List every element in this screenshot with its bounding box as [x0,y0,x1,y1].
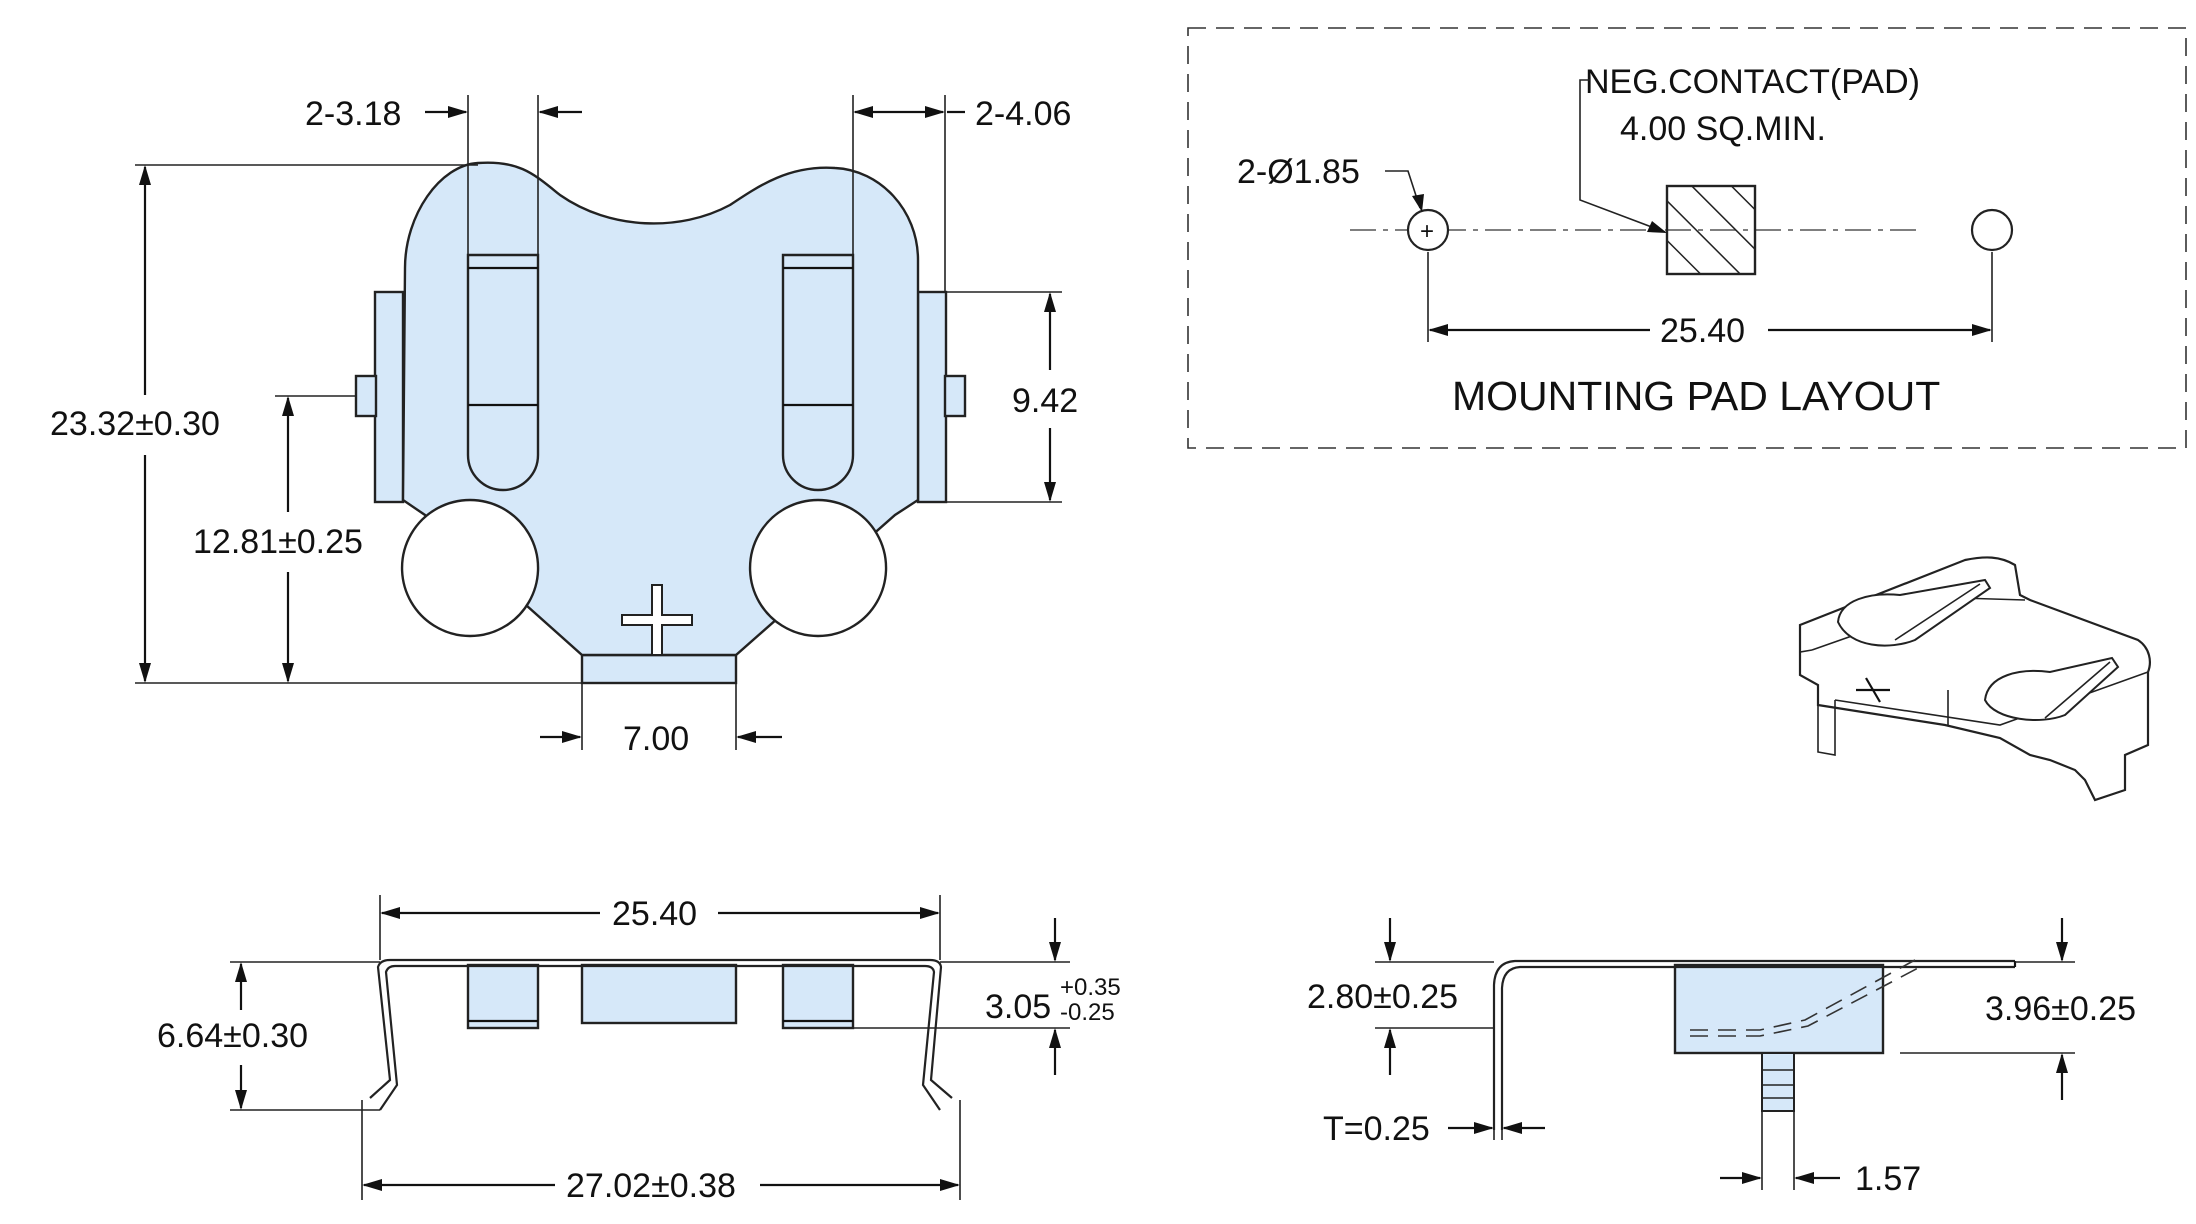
mounting-pad-layout: + 2-Ø1.85 NEG.CONTACT(PAD) 4.00 SQ.MIN. … [1187,27,2187,449]
side-view: 2.80±0.25 T=0.25 3.96±0.25 1.57 [1307,918,2136,1198]
side-contact-block [1673,963,1885,1055]
neg-contact-label: NEG.CONTACT(PAD) [1585,63,1920,101]
layout-frame [1187,27,2187,449]
front-left-finger [466,963,540,1030]
left-side-tab [373,290,405,504]
right-spring-hole [748,498,888,638]
side-dim-total: 3.96±0.25 [1985,990,2136,1028]
isometric-view [1798,556,2151,802]
side-dim-pin: 1.57 [1855,1160,1921,1198]
dim-center-height: 12.81±0.25 [193,523,363,561]
bottom-contact-tab [580,653,738,685]
hole-right [1970,208,2014,252]
hole-spacing-dim: 25.40 [1660,312,1745,350]
layout-title: MOUNTING PAD LAYOUT [1452,373,1940,419]
neg-contact-pad [1665,184,1757,276]
iso-plus-v [1865,677,1881,703]
front-view: 25.40 6.64±0.30 3.05 +0.35 -0.25 27.02±0… [157,895,1121,1205]
front-right-finger [781,963,855,1030]
right-side-tab [916,290,948,504]
dim-side-height: 9.42 [1012,382,1078,420]
hole-plus-mark: + [1420,218,1434,245]
front-dim-bottom-width: 27.02±0.38 [566,1167,736,1205]
side-dim-thickness: T=0.25 [1323,1110,1430,1148]
dim-tab-bottom: 7.00 [623,720,689,758]
front-dim-tab-tol-plus: +0.35 [1060,974,1121,1001]
right-spring-finger [781,253,855,492]
dim-side-width: 2-4.06 [975,95,1071,133]
front-dim-tab-tol-minus: -0.25 [1060,999,1115,1026]
left-spring-finger [466,253,540,492]
front-center-tab [580,963,738,1025]
hole-left [1406,208,1450,252]
side-dim-height: 2.80±0.25 [1307,978,1458,1016]
front-dim-top-width: 25.40 [612,895,697,933]
neg-contact-size-label: 4.00 SQ.MIN. [1620,110,1826,148]
hole-diameter-label: 2-Ø1.85 [1237,153,1360,191]
dim-total-height: 23.32±0.30 [50,405,220,443]
dim-tab-width: 2-3.18 [305,95,401,133]
side-pin [1761,1052,1795,1112]
top-view: 2-3.18 2-4.06 23.32±0.30 12.81±0.25 9.42 [50,95,1078,758]
right-side-pin [943,374,967,418]
left-spring-hole [400,498,540,638]
front-dim-tab-height: 3.05 [985,988,1051,1026]
left-side-pin [354,374,378,418]
front-dim-height: 6.64±0.30 [157,1017,308,1055]
plus-polarity-mark [621,584,693,656]
